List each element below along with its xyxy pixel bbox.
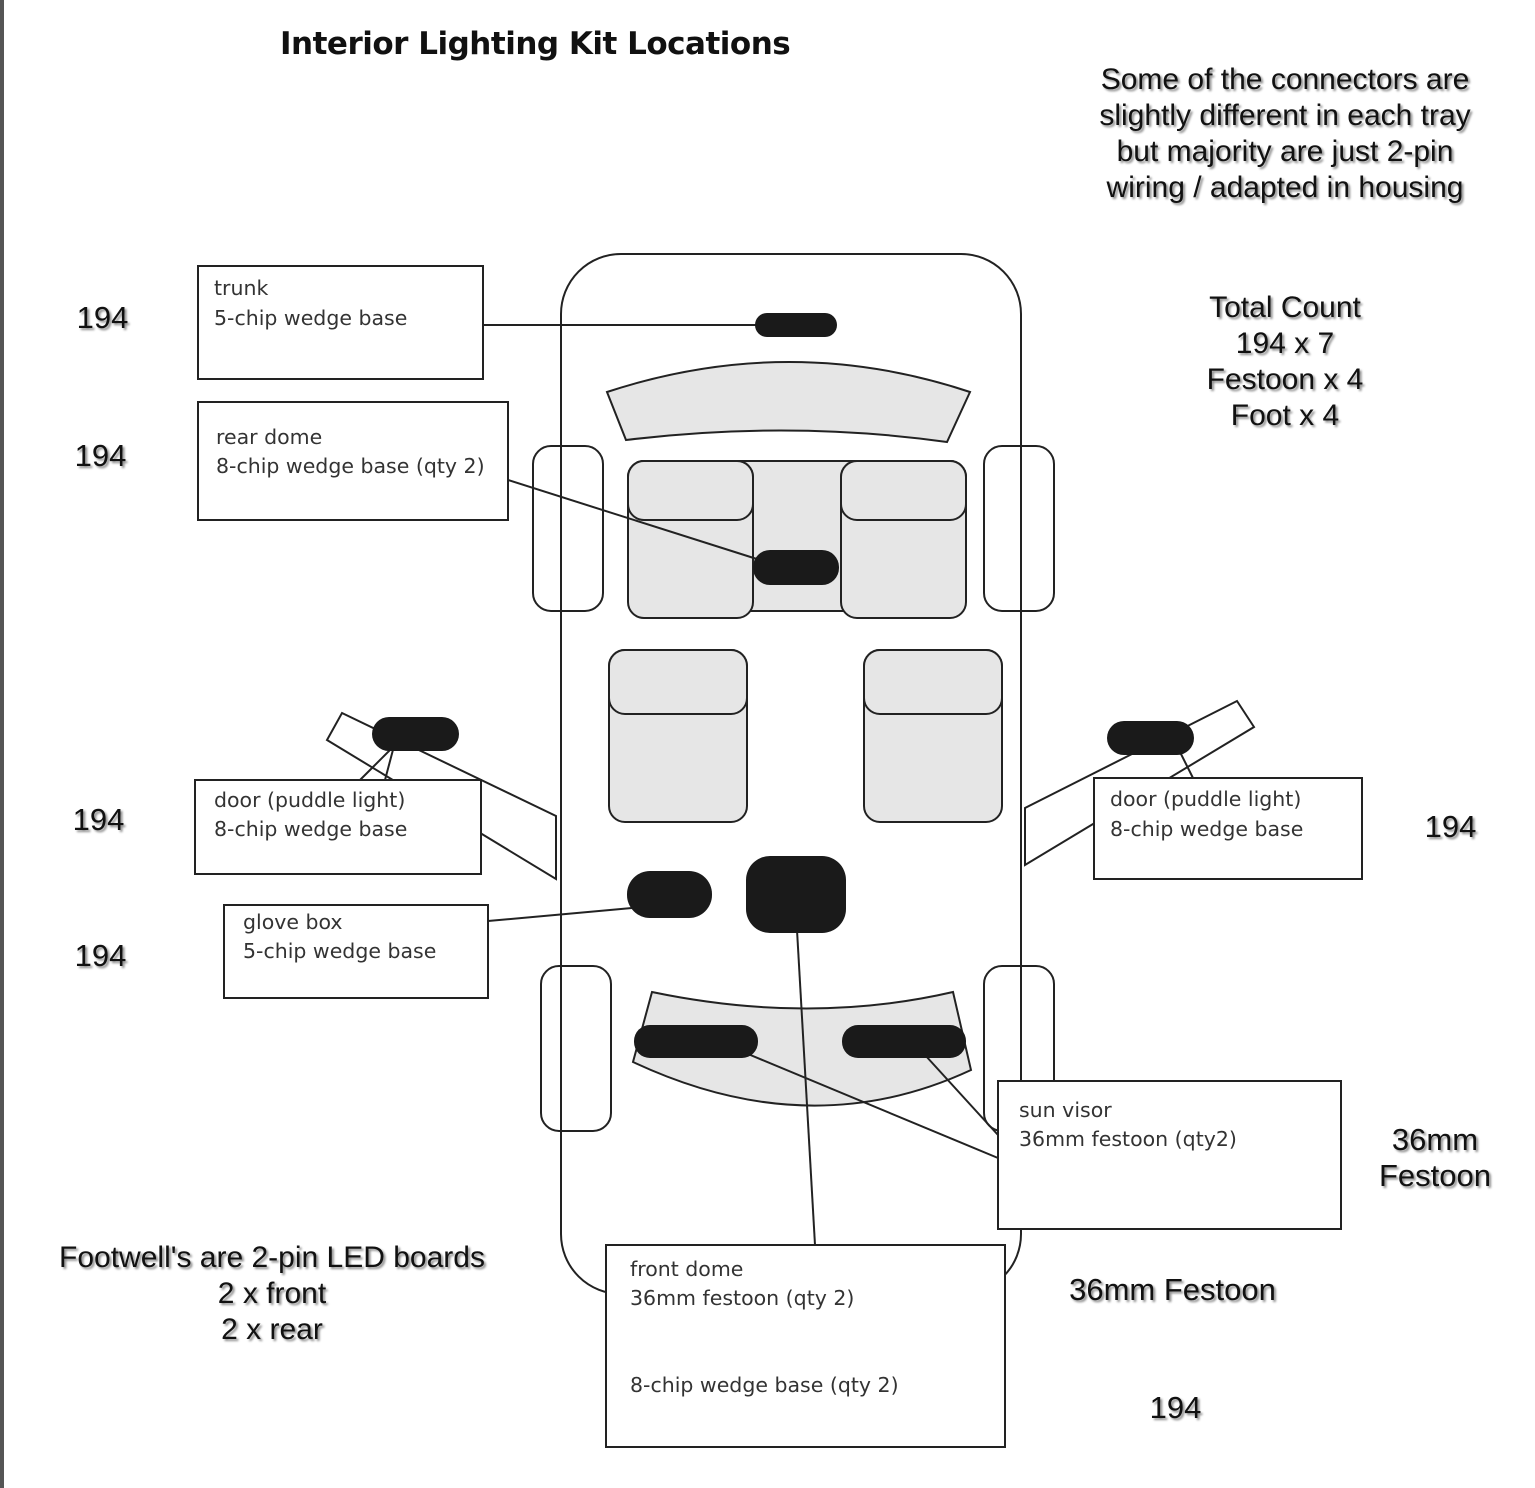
bulb-type-front-dome-festoon: 36mm Festoon xyxy=(1069,1272,1276,1307)
connector-note-line: wiring / adapted in housing xyxy=(1106,171,1464,204)
bulb-type-glove-box: 194 xyxy=(74,938,127,973)
label-glove-box-spec: 5-chip wedge base xyxy=(243,939,437,963)
footwell-note: Footwell's are 2-pin LED boards 2 x fron… xyxy=(30,1240,514,1348)
label-box-front-dome: front dome 36mm festoon (qty 2) 8-chip w… xyxy=(605,1244,1006,1448)
total-count-line: 194 x 7 xyxy=(1235,327,1335,360)
connector-note: Some of the connectors are slightly diff… xyxy=(1080,62,1490,206)
leader-door-left-a xyxy=(359,745,395,781)
front-headrest-left xyxy=(608,649,748,715)
light-door-left xyxy=(372,717,459,751)
connector-note-line: but majority are just 2-pin xyxy=(1116,135,1454,168)
page-title: Interior Lighting Kit Locations xyxy=(280,26,791,62)
front-headrest-right xyxy=(863,649,1003,715)
wheel-rear-left xyxy=(532,445,604,612)
light-sun-visor-right xyxy=(842,1025,966,1058)
leader-door-right-a xyxy=(1179,751,1194,779)
footwell-note-line: Footwell's are 2-pin LED boards xyxy=(59,1241,485,1274)
leader-glove-box xyxy=(487,907,633,922)
bulb-type-door-left: 194 xyxy=(72,802,125,837)
label-box-trunk: trunk 5-chip wedge base xyxy=(197,265,484,380)
bulb-type-front-dome-wedge: 194 xyxy=(1149,1390,1202,1425)
bulb-type-sun-visor-line: 36mm xyxy=(1391,1122,1479,1157)
label-sun-visor-spec: 36mm festoon (qty2) xyxy=(1019,1127,1237,1151)
left-edge-rule xyxy=(0,0,4,1488)
footwell-note-line: 2 x rear xyxy=(221,1313,323,1346)
footwell-note-line: 2 x front xyxy=(217,1277,327,1310)
rear-headrest-right xyxy=(840,460,967,521)
rear-headrest-left xyxy=(627,460,754,521)
label-rear-dome-spec: 8-chip wedge base (qty 2) xyxy=(216,454,485,478)
rear-window xyxy=(605,361,972,444)
leader-front-dome xyxy=(796,929,816,1246)
leader-sun-visor-left xyxy=(747,1053,999,1159)
total-count-line: Foot x 4 xyxy=(1230,399,1340,432)
light-rear-dome xyxy=(753,550,839,585)
label-box-sun-visor: sun visor 36mm festoon (qty2) xyxy=(997,1080,1342,1230)
leader-sun-visor-right xyxy=(924,1054,999,1136)
total-count-line: Total Count xyxy=(1209,291,1361,324)
label-trunk-name: trunk xyxy=(214,276,269,300)
label-door-right-name: door (puddle light) xyxy=(1110,787,1302,811)
total-count: Total Count 194 x 7 Festoon x 4 Foot x 4 xyxy=(1165,290,1405,434)
label-box-door-right: door (puddle light) 8-chip wedge base xyxy=(1093,777,1363,880)
bulb-type-trunk: 194 xyxy=(76,300,129,335)
windshield xyxy=(631,990,973,1107)
wheel-front-left xyxy=(540,965,612,1132)
label-glove-box-name: glove box xyxy=(243,910,343,934)
light-front-dome xyxy=(746,856,846,933)
bulb-type-sun-visor-line: Festoon xyxy=(1378,1158,1491,1193)
label-front-dome-name: front dome xyxy=(630,1257,744,1281)
leader-rear-dome xyxy=(507,479,761,561)
label-trunk-spec: 5-chip wedge base xyxy=(214,306,408,330)
bulb-type-door-right: 194 xyxy=(1424,809,1477,844)
light-trunk xyxy=(755,313,837,337)
label-front-dome-spec2: 8-chip wedge base (qty 2) xyxy=(630,1373,899,1397)
light-sun-visor-left xyxy=(634,1025,758,1058)
connector-note-line: Some of the connectors are xyxy=(1100,63,1470,96)
label-door-right-spec: 8-chip wedge base xyxy=(1110,817,1304,841)
label-front-dome-spec: 36mm festoon (qty 2) xyxy=(630,1286,855,1310)
bulb-type-rear-dome: 194 xyxy=(74,438,127,473)
label-door-left-spec: 8-chip wedge base xyxy=(214,817,408,841)
label-box-glove-box: glove box 5-chip wedge base xyxy=(223,904,489,999)
light-door-right xyxy=(1107,721,1194,755)
label-rear-dome-name: rear dome xyxy=(216,425,323,449)
connector-note-line: slightly different in each tray xyxy=(1099,99,1471,132)
bulb-type-sun-visor: 36mm Festoon xyxy=(1370,1122,1500,1194)
label-box-door-left: door (puddle light) 8-chip wedge base xyxy=(194,779,482,875)
label-sun-visor-name: sun visor xyxy=(1019,1098,1112,1122)
total-count-line: Festoon x 4 xyxy=(1206,363,1364,396)
label-box-rear-dome: rear dome 8-chip wedge base (qty 2) xyxy=(197,401,509,521)
label-door-left-name: door (puddle light) xyxy=(214,788,406,812)
leader-door-left-b xyxy=(384,745,395,781)
light-glove-box xyxy=(627,871,712,918)
wheel-rear-right xyxy=(983,445,1055,612)
